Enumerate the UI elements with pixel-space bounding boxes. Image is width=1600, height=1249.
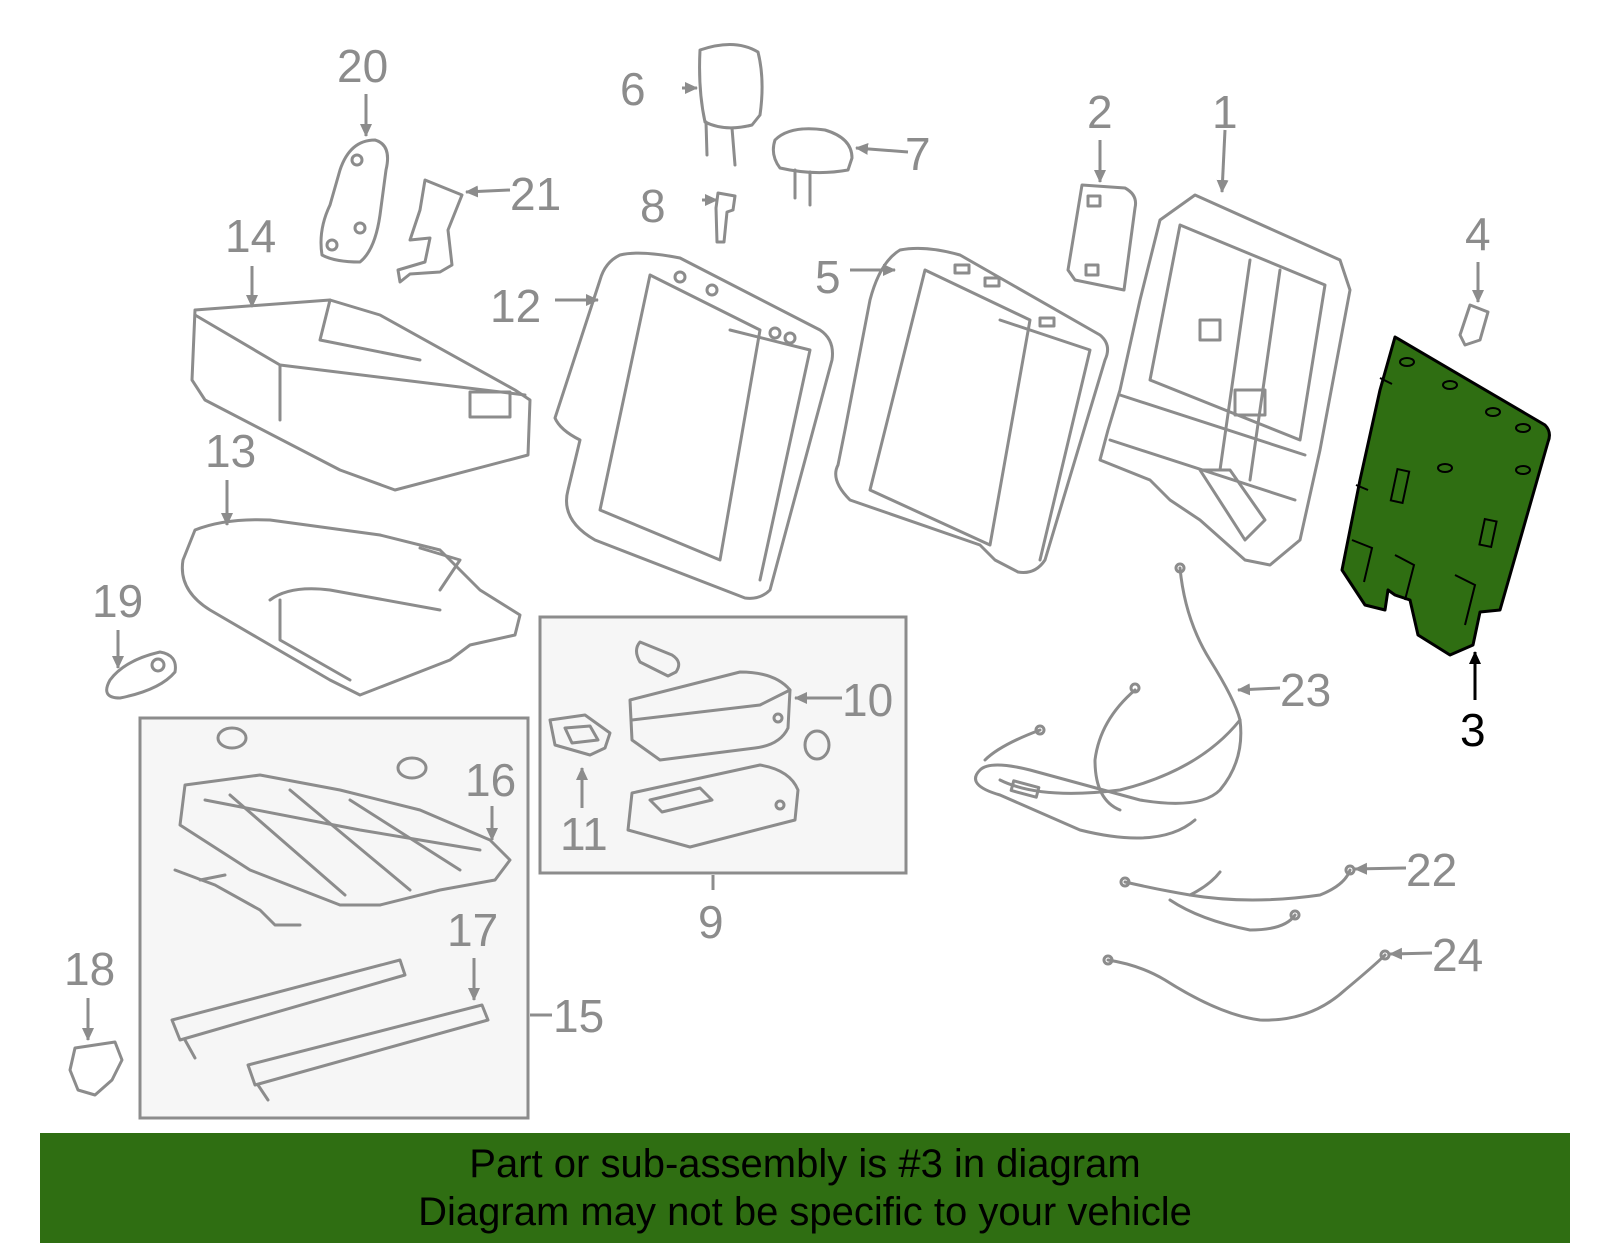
callout-5: 5 [815,251,841,303]
part-13-seat-cushion-pad[interactable] [180,518,522,697]
part-11-cup-holder[interactable] [548,713,612,757]
callout-9: 9 [698,896,724,948]
callout-6: 6 [620,63,646,115]
callout-24: 24 [1432,929,1483,981]
part-3-seat-back-board[interactable] [1340,335,1551,657]
callout-16: 16 [465,754,516,806]
part-5-seat-back-cover[interactable] [834,246,1110,574]
part-15-seat-frame[interactable] [170,726,512,1102]
part-18-cover[interactable] [68,1040,124,1097]
callout-10: 10 [842,674,893,726]
part-14-seat-cushion-cover[interactable] [190,298,532,492]
callout-13: 13 [205,425,256,477]
part-8-headrest-guide[interactable] [714,191,737,244]
part-20-hinge-cover[interactable] [319,138,390,264]
callout-15: 15 [553,990,604,1042]
callout-18: 18 [64,943,115,995]
info-banner: Part or sub-assembly is #3 in diagram Di… [40,1133,1570,1243]
part-1-seat-back-frame[interactable] [1098,193,1352,567]
callout-21: 21 [510,168,561,220]
part-9-armrest-base[interactable] [626,763,800,849]
callout-8: 8 [640,180,666,232]
group-box-9 [538,615,908,875]
part-9-cup-holder-pin[interactable] [635,640,681,678]
callout-12: 12 [490,280,541,332]
part-9-grommet[interactable] [803,729,831,761]
callout-1: 1 [1212,86,1238,138]
part-21-bracket[interactable] [396,178,464,284]
part-22-cable[interactable] [1119,864,1356,932]
callout-14: 14 [225,210,276,262]
callout-4: 4 [1465,208,1491,260]
part-6-headrest[interactable] [698,43,764,130]
part-12-seat-back-cover[interactable] [553,251,834,600]
banner-line-part: Part or sub-assembly is #3 in diagram [469,1142,1141,1186]
part-19-lever-cover[interactable] [105,650,177,700]
banner-line-disclaimer: Diagram may not be specific to your vehi… [418,1190,1192,1234]
part-4-clip[interactable] [1458,303,1490,347]
callout-17: 17 [447,904,498,956]
part-23-cable[interactable] [974,562,1243,840]
group-box-15 [138,716,530,1120]
callout-19: 19 [92,575,143,627]
callout-23: 23 [1280,664,1331,716]
part-10-armrest-lid[interactable] [628,670,792,762]
callout-2: 2 [1087,86,1113,138]
callout-20: 20 [337,40,388,92]
part-2-cover[interactable] [1066,183,1137,292]
part-24-cable[interactable] [1102,949,1391,1022]
callout-7: 7 [905,128,931,180]
callout-22: 22 [1406,844,1457,896]
part-7-center-headrest[interactable] [771,127,854,175]
callout-11: 11 [560,808,608,860]
callout-3: 3 [1460,704,1486,756]
